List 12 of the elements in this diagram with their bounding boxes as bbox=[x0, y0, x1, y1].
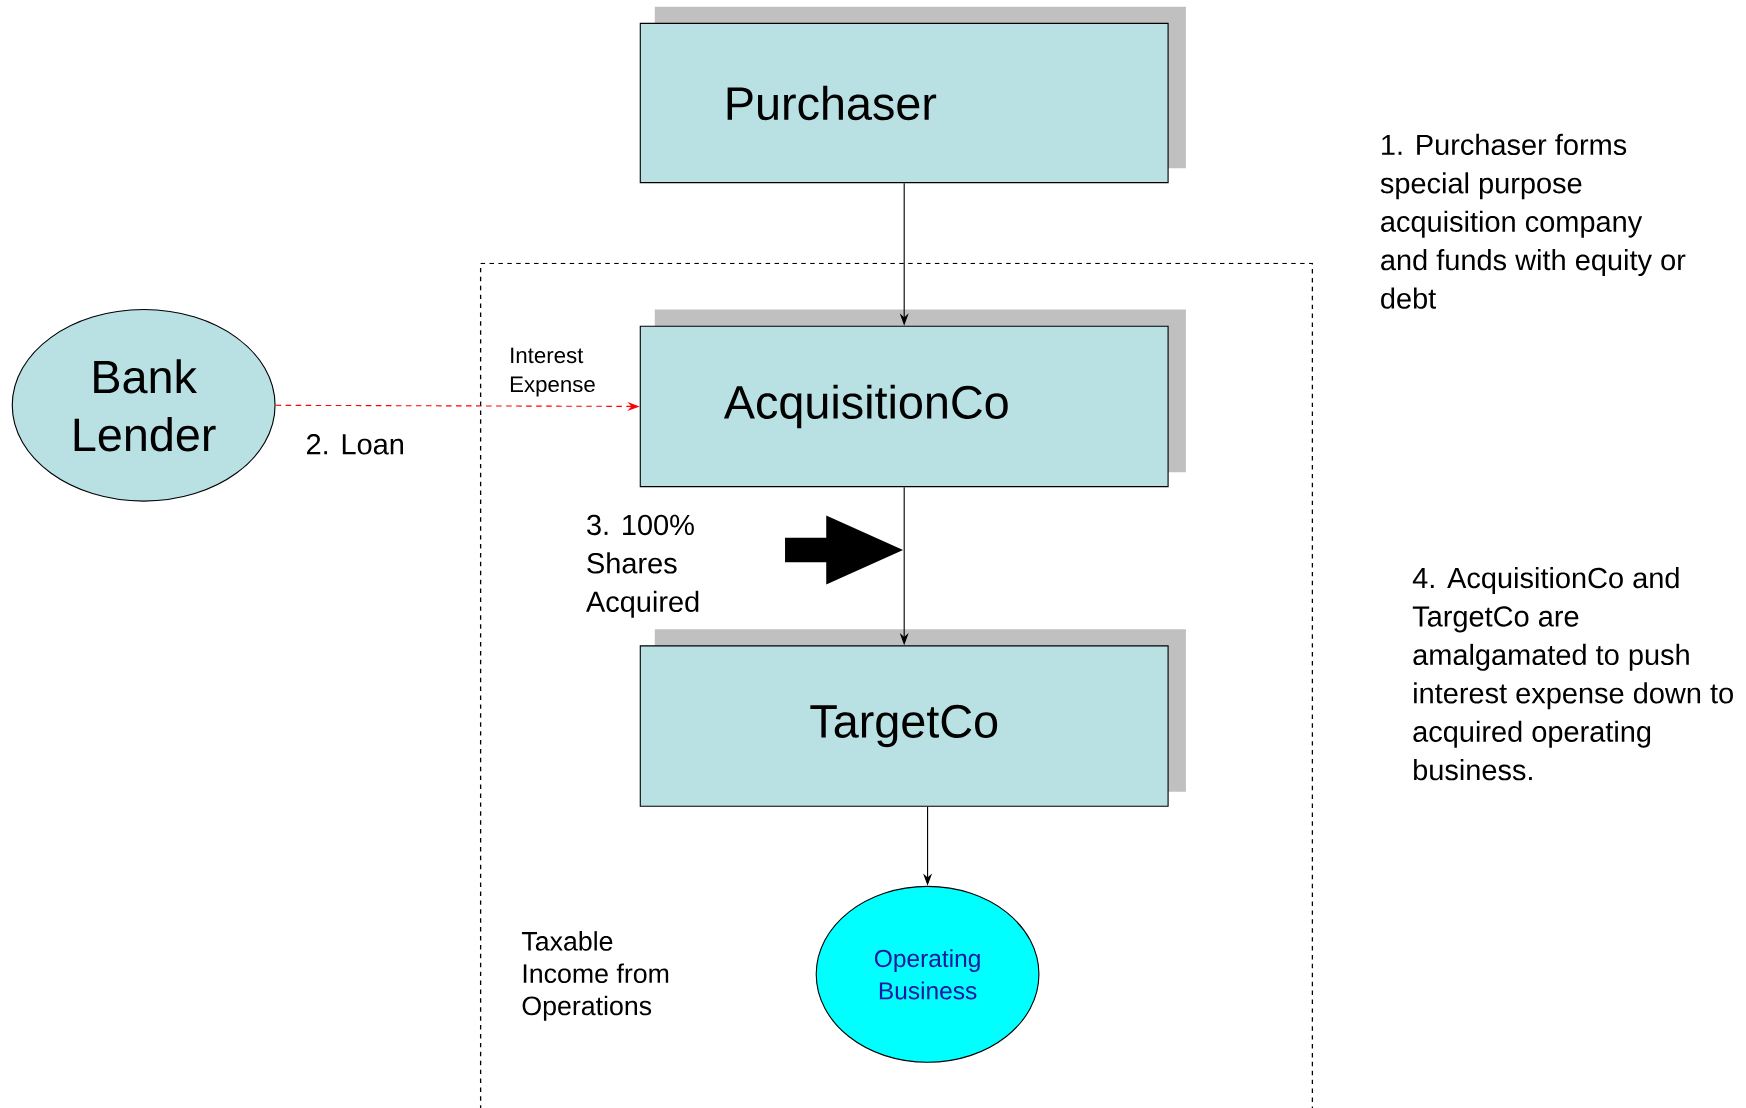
company-box: TargetCo bbox=[639, 629, 1186, 807]
edge-label: 2. Loan bbox=[307, 434, 403, 455]
ellipse-node: Operating Business bbox=[815, 885, 1040, 1063]
company-box: AcquisitionCo bbox=[639, 309, 1186, 488]
edge-note: Interest Expense bbox=[510, 347, 595, 397]
step-note: 4. AcquisitionCo and TargetCo are amalgamated to push interest expense down to acquired operating business. bbox=[1412, 567, 1733, 781]
dashed-boundary bbox=[479, 262, 1314, 1108]
ellipse-node: Bank Lender bbox=[11, 309, 276, 502]
step-note: 1. Purchaser forms special purpose acquisition company and funds with equity or debt bbox=[1380, 133, 1686, 309]
note-text: Taxable Income from Operations bbox=[521, 931, 669, 1021]
company-box: Purchaser bbox=[639, 6, 1186, 184]
step-note: 3. 100% Shares Acquired bbox=[586, 514, 699, 618]
